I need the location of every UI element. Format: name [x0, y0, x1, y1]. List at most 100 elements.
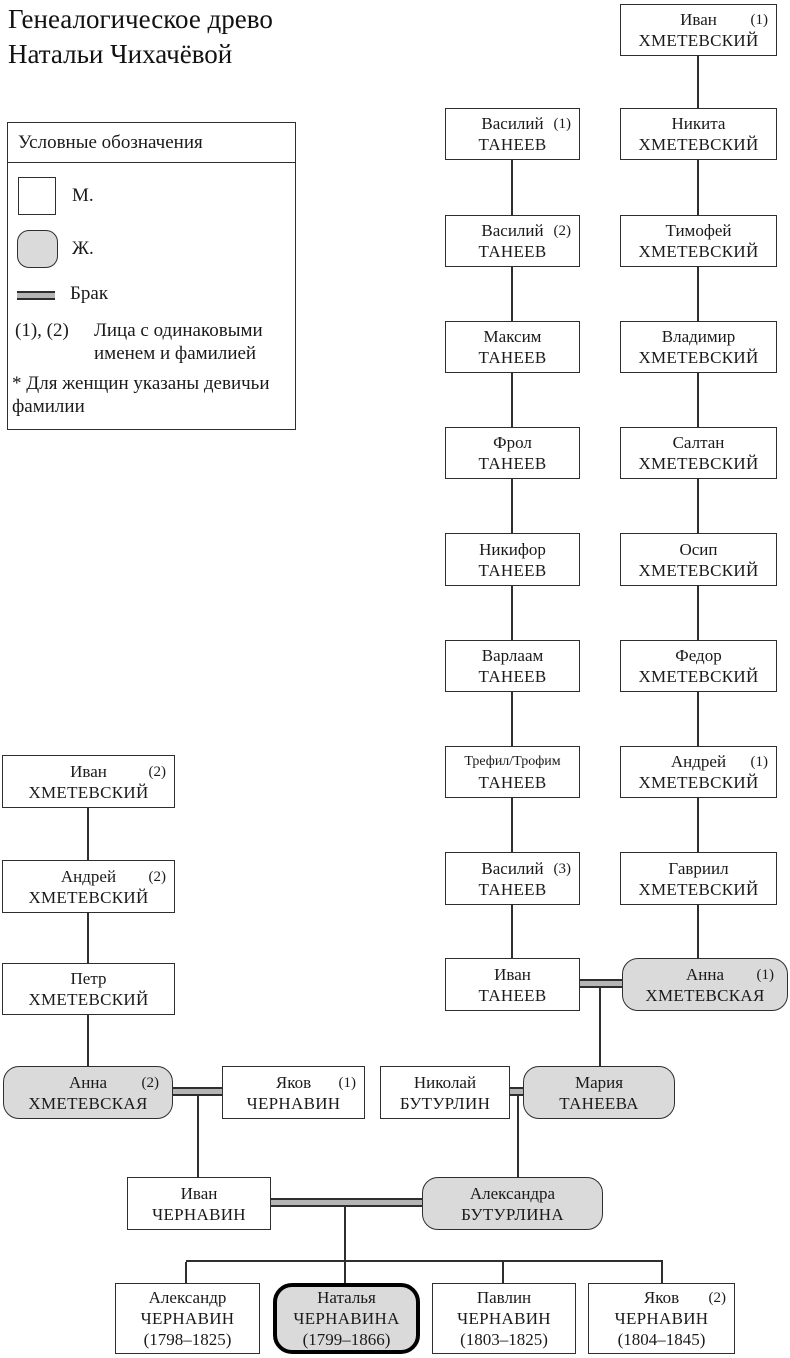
person-natalya-chernavina: Наталья ЧЕРНАВИНА (1799–1866) [273, 1283, 420, 1354]
female-symbol-swatch [17, 230, 58, 268]
person-name: Трефил/Трофим [464, 754, 561, 769]
connector-line [87, 1015, 89, 1066]
person-name: Тимофей [665, 221, 732, 240]
person-yakov-chernavin-1: Яков(1) ЧЕРНАВИН [222, 1066, 365, 1119]
numbers-description-line-2: именем и фамилией [94, 343, 257, 364]
person-anna-khmetevskaya-2: Анна(2) ХМЕТЕВСКАЯ [3, 1066, 173, 1119]
person-name: Анна [685, 964, 725, 984]
connector-line [344, 1262, 346, 1283]
connector-line [197, 1096, 199, 1177]
numbers-key: (1), (2) [15, 320, 69, 341]
person-surname: ХМЕТЕВСКИЙ [638, 667, 759, 686]
person-name: Яков [275, 1072, 312, 1092]
person-name: Яков [643, 1288, 680, 1307]
person-petr-khmetevsky: Петр ХМЕТЕВСКИЙ [2, 963, 175, 1015]
person-surname: ЧЕРНАВИН [614, 1309, 709, 1328]
person-dates: (1798–1825) [143, 1330, 232, 1349]
person-name: Владимир [661, 327, 736, 346]
person-name: Андрей [670, 752, 727, 771]
marriage-symbol-label: Брак [70, 283, 109, 304]
connector-line [697, 798, 699, 852]
connector-line [599, 988, 601, 1066]
same-name-number: (1) [338, 1074, 357, 1091]
person-surname: ЧЕРНАВИН [152, 1204, 246, 1224]
person-name: Гавриил [668, 858, 729, 878]
connector-line [697, 55, 699, 108]
connector-line [511, 692, 513, 746]
person-name: Мария [574, 1072, 624, 1092]
connector-line [186, 1260, 663, 1262]
connector-line [87, 808, 89, 860]
connector-line [697, 479, 699, 533]
marriage-connector [510, 1087, 523, 1096]
person-surname: ХМЕТЕВСКИЙ [638, 560, 759, 580]
same-name-number: (1) [553, 116, 572, 132]
legend-header: Условные обозначения [8, 123, 295, 163]
person-surname: ХМЕТЕВСКИЙ [638, 454, 759, 473]
person-name: Василий [481, 221, 544, 240]
person-name: Александра [469, 1183, 556, 1203]
connector-line [697, 373, 699, 427]
person-maria-taneeva: Мария ТАНЕЕВА [523, 1066, 675, 1119]
person-surname: ХМЕТЕВСКИЙ [28, 990, 149, 1009]
person-alexandr-chernavin: Александр ЧЕРНАВИН (1798–1825) [115, 1283, 260, 1354]
person-vasily-taneev-2: Василий(2) ТАНЕЕВ [445, 215, 580, 267]
person-anna-khmetevskaya-1: Анна(1) ХМЕТЕВСКАЯ [622, 958, 788, 1011]
same-name-number: (1) [750, 12, 769, 28]
person-yakov-chernavin-2: Яков (2) ЧЕРНАВИН (1804–1845) [588, 1283, 735, 1354]
person-dates: (1804–1845) [617, 1330, 706, 1349]
person-timofey-khmetevsky: Тимофей ХМЕТЕВСКИЙ [620, 215, 777, 267]
marriage-connector [580, 979, 622, 988]
person-name: Иван [494, 964, 531, 984]
person-maxim-taneev: Максим ТАНЕЕВ [445, 321, 580, 373]
connector-line [697, 160, 699, 215]
connector-line [697, 692, 699, 746]
person-pavlin-chernavin: Павлин ЧЕРНАВИН (1803–1825) [432, 1283, 576, 1354]
person-gavriil-khmetevsky: Гавриил ХМЕТЕВСКИЙ [620, 852, 777, 905]
person-surname: ТАНЕЕВ [478, 879, 547, 899]
same-name-number: (2) [141, 1074, 160, 1091]
person-trefil-trofim-taneev: Трефил/Трофим ТАНЕЕВ [445, 746, 580, 798]
person-name: Фрол [493, 433, 532, 452]
person-surname: ТАНЕЕВ [478, 454, 547, 473]
male-symbol-swatch [18, 177, 56, 215]
person-surname: БУТУРЛИН [399, 1093, 491, 1113]
marriage-connector [271, 1198, 422, 1207]
connector-line [511, 586, 513, 640]
male-symbol-label: М. [72, 185, 94, 206]
person-name: Максим [483, 327, 542, 346]
connector-line [697, 267, 699, 321]
marriage-symbol-swatch [17, 291, 55, 300]
person-name: Осип [679, 539, 718, 559]
person-nikifor-taneev: Никифор ТАНЕЕВ [445, 533, 580, 586]
female-symbol-label: Ж. [72, 238, 94, 259]
person-surname: ТАНЕЕВ [478, 773, 547, 792]
same-name-number: (3) [553, 860, 572, 877]
person-name: Павлин [476, 1288, 532, 1307]
page-title: Генеалогическое древо Натальи Чихачёвой [8, 2, 273, 72]
person-name: Александр [148, 1288, 227, 1307]
person-surname: ТАНЕЕВА [559, 1093, 639, 1113]
person-andrey-khmetevsky-2: Андрей(2) ХМЕТЕВСКИЙ [2, 860, 175, 913]
person-name: Иван [680, 10, 717, 29]
person-surname: ХМЕТЕВСКАЯ [28, 1093, 148, 1113]
person-name: Николай [413, 1072, 477, 1092]
person-surname: ХМЕТЕВСКИЙ [638, 879, 759, 899]
same-name-number: (2) [708, 1290, 727, 1306]
person-ivan-chernavin: Иван ЧЕРНАВИН [127, 1177, 271, 1230]
person-fedor-khmetevsky: Федор ХМЕТЕВСКИЙ [620, 640, 777, 692]
person-name: Никифор [479, 539, 546, 559]
person-saltan-khmetevsky: Салтан ХМЕТЕВСКИЙ [620, 427, 777, 479]
same-name-number: (2) [553, 223, 572, 239]
connector-line [344, 1207, 346, 1262]
connector-line [697, 586, 699, 640]
person-surname: ХМЕТЕВСКИЙ [638, 31, 759, 50]
person-name: Петр [70, 969, 107, 988]
person-surname: ХМЕТЕВСКАЯ [645, 985, 765, 1005]
person-dates: (1803–1825) [460, 1330, 548, 1349]
person-surname: ТАНЕЕВ [478, 667, 547, 686]
connector-line [511, 479, 513, 533]
person-andrey-khmetevsky-1: Андрей(1) ХМЕТЕВСКИЙ [620, 746, 777, 798]
connector-line [511, 267, 513, 321]
